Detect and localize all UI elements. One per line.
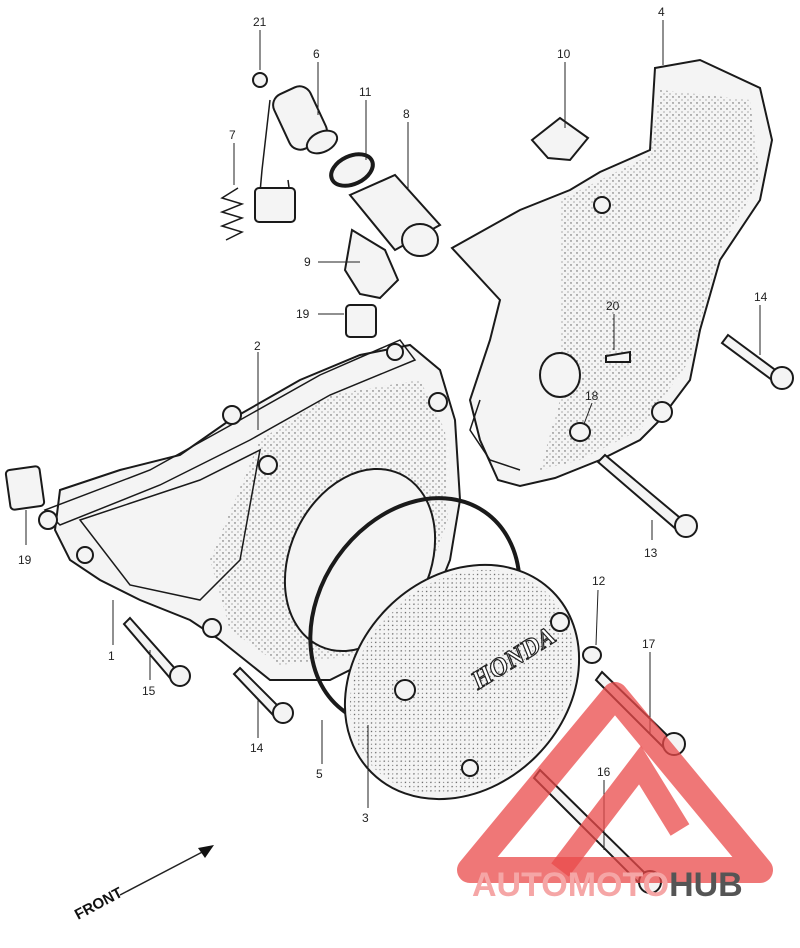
leader-lines (25, 20, 761, 850)
shaft-part-8 (348, 173, 442, 257)
callout-20: 20 (606, 299, 620, 313)
callout-9: 9 (304, 255, 311, 269)
watermark-triangle-icon (457, 682, 773, 883)
brand-cover-part-3: HONDA (343, 563, 581, 801)
washer-part-18 (569, 422, 591, 442)
front-label: FRONT (72, 884, 126, 923)
watermark-text: AUTOMOTOHUB (472, 866, 743, 904)
clip-part-10 (530, 116, 590, 162)
nut-part-21 (252, 72, 268, 88)
callout-14-lower: 14 (250, 741, 264, 755)
oil-seal-part-11 (329, 152, 375, 188)
spring-part-7 (219, 187, 245, 241)
cover-hole (539, 352, 581, 398)
dowel-part-19-upper (345, 304, 377, 338)
cover-gasket-part-2 (38, 339, 448, 638)
callout-16: 16 (597, 765, 611, 779)
front-indicator: FRONT (72, 845, 214, 924)
rear-cover-part-4 (450, 58, 774, 488)
dowel-part-19-left (4, 465, 46, 511)
callout-10: 10 (557, 47, 571, 61)
callout-11: 11 (359, 85, 372, 99)
callout-14-upper: 14 (754, 290, 768, 304)
callout-17: 17 (642, 637, 656, 651)
callout-2: 2 (254, 339, 261, 353)
watermark: AUTOMOTOHUB (457, 682, 773, 904)
callout-13: 13 (644, 546, 658, 560)
spindle-assembly-part-6 (254, 85, 339, 223)
front-arrow-icon (198, 845, 214, 858)
washer-part-12 (582, 646, 602, 664)
callout-8: 8 (403, 107, 410, 121)
callout-1: 1 (108, 649, 115, 663)
bolt-part-14-upper (720, 333, 794, 390)
callout-21: 21 (253, 15, 267, 29)
bolt-part-14-lower (232, 666, 294, 724)
callout-19-upper: 19 (296, 307, 310, 321)
callout-6: 6 (313, 47, 320, 61)
callout-4: 4 (658, 5, 665, 19)
pin-part-20 (605, 350, 631, 363)
callout-3: 3 (362, 811, 369, 825)
callout-labels: 21 6 7 11 8 10 4 9 19 20 14 18 2 19 13 1… (18, 5, 768, 825)
fork-part-9 (343, 228, 400, 300)
callout-7: 7 (229, 128, 236, 142)
bolt-part-15 (122, 616, 191, 687)
callout-18: 18 (585, 389, 599, 403)
callout-5: 5 (316, 767, 323, 781)
callout-12: 12 (592, 574, 606, 588)
callout-19-left: 19 (18, 553, 32, 567)
callout-15: 15 (142, 684, 156, 698)
bolt-part-13 (596, 453, 698, 538)
